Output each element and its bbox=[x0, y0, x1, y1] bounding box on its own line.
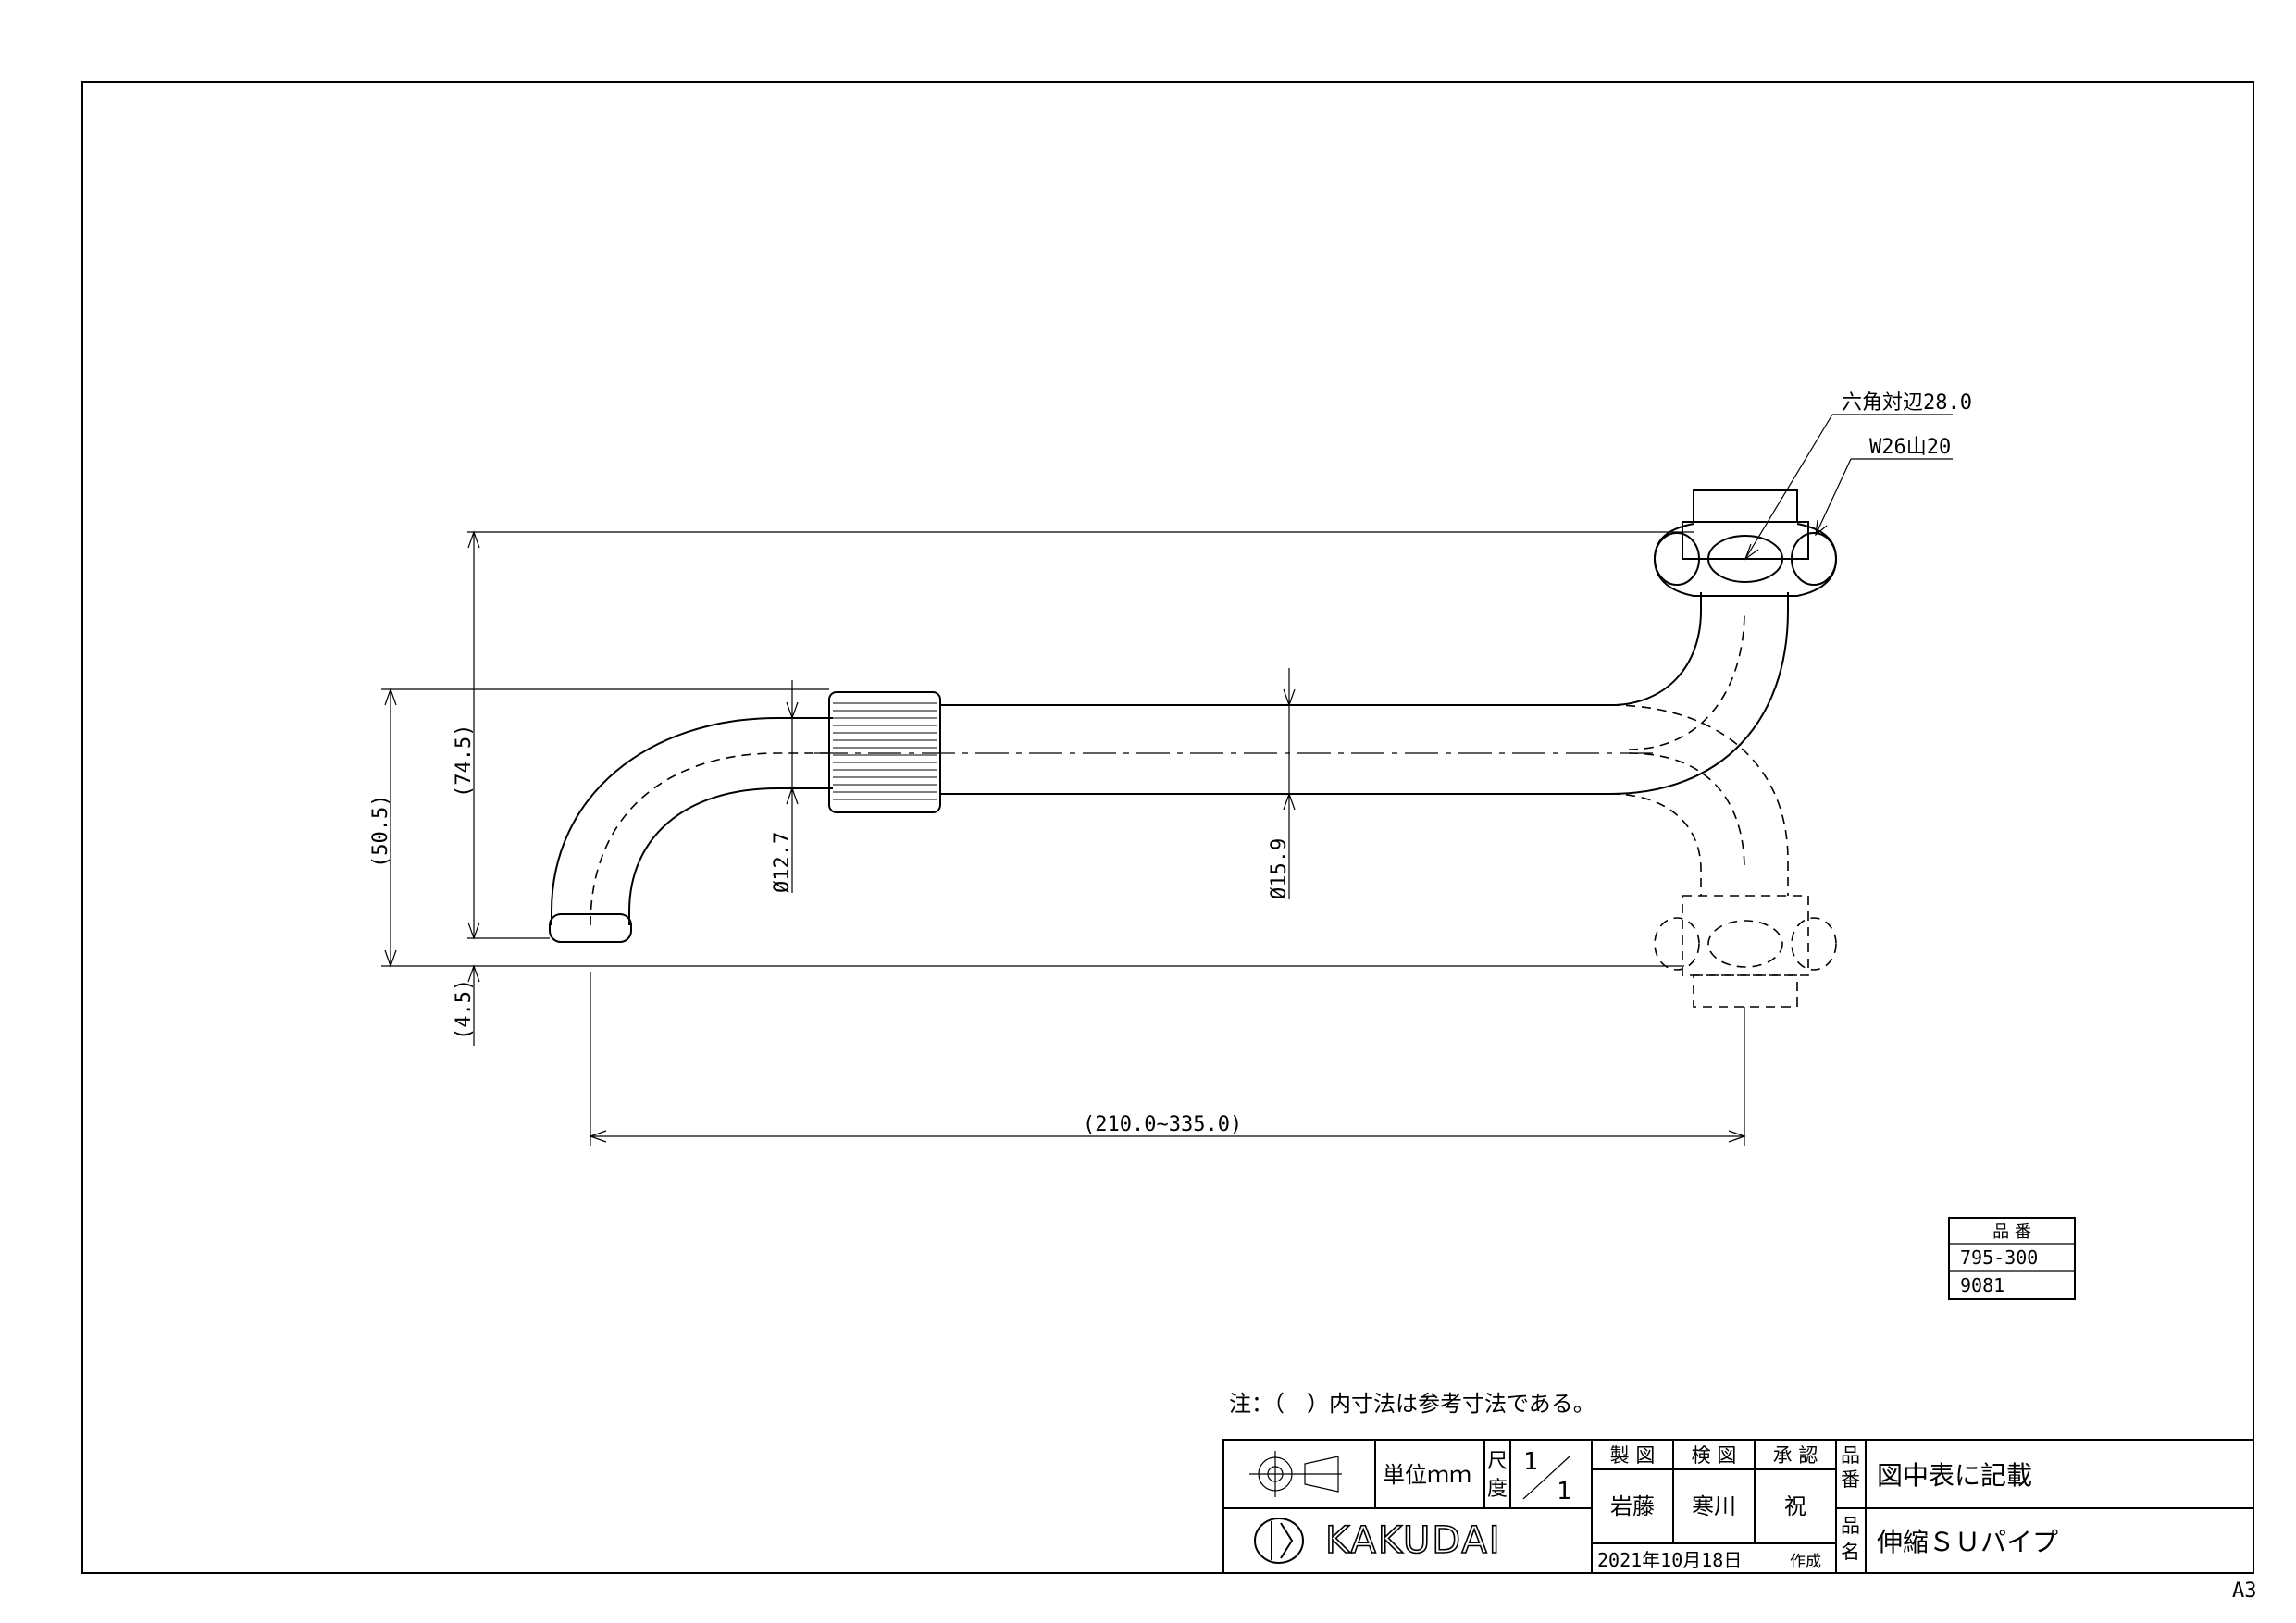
unit-label: 単位ｍｍ bbox=[1383, 1462, 1471, 1488]
alternate-position-hidden bbox=[1609, 704, 1837, 1008]
scale-label-bottom: 度 bbox=[1487, 1478, 1508, 1501]
part-no-label-bottom: 番 bbox=[1841, 1468, 1860, 1491]
drawn-by: 岩藤 bbox=[1610, 1493, 1655, 1519]
part-number-subcode: 9081 bbox=[1960, 1274, 2004, 1296]
part-name-value: 伸縮ＳＵパイプ bbox=[1877, 1527, 2058, 1557]
part-no-value: 図中表に記載 bbox=[1877, 1460, 2032, 1491]
reference-dimension-note: 注：（ ）内寸法は参考寸法である。 bbox=[1229, 1391, 1595, 1417]
part-name-label-bottom: 名 bbox=[1841, 1541, 1860, 1563]
company-name: KAKUDAI bbox=[1325, 1519, 1502, 1562]
drawing-frame bbox=[81, 81, 2254, 1574]
title-block: 単位ｍｍ 尺 度 1 1 KAKUDAI 製 図 検 図 承 認 岩藤 寒川 祝… bbox=[1222, 1439, 2254, 1574]
dim-4-5: (4.5) bbox=[453, 979, 476, 1040]
callout-hex: 六角対辺28.0 bbox=[1842, 391, 1972, 415]
dimension-texts: (74.5) (50.5) (4.5) Ø12.7 Ø15.9 (210.0~3… bbox=[369, 391, 1972, 1136]
dim-dia-15-9: Ø15.9 bbox=[1268, 838, 1291, 899]
inlet-nut bbox=[1654, 489, 1837, 597]
scale-numerator: 1 bbox=[1523, 1448, 1538, 1476]
dim-74-5: (74.5) bbox=[453, 725, 476, 798]
part-name-label-top: 品 bbox=[1841, 1515, 1860, 1537]
dim-length-range: (210.0~335.0) bbox=[1083, 1113, 1242, 1136]
sheet-size-label: A3 bbox=[2232, 1580, 2257, 1603]
pipe-drawing bbox=[549, 489, 1837, 1008]
creation-date: 2021年10月18日 bbox=[1597, 1549, 1742, 1571]
creation-suffix: 作成 bbox=[1790, 1553, 1821, 1571]
spout-tip bbox=[549, 913, 632, 943]
scale-denominator: 1 bbox=[1557, 1478, 1571, 1505]
callout-thread: W26山20 bbox=[1869, 436, 1951, 459]
scale-label-top: 尺 bbox=[1487, 1450, 1508, 1473]
drawn-label: 製 図 bbox=[1610, 1444, 1656, 1467]
knurled-nut bbox=[828, 691, 941, 813]
checked-label: 検 図 bbox=[1692, 1444, 1737, 1467]
part-no-label-top: 品 bbox=[1841, 1444, 1860, 1467]
checked-by: 寒川 bbox=[1692, 1493, 1736, 1519]
third-angle-projection-icon bbox=[1249, 1451, 1342, 1497]
part-number-header: 品 番 bbox=[1992, 1222, 2031, 1242]
kakudai-logo: KAKUDAI bbox=[1254, 1518, 1502, 1564]
dimension-lines bbox=[381, 414, 1953, 1146]
approved-label: 承 認 bbox=[1773, 1444, 1818, 1467]
dim-50-5: (50.5) bbox=[369, 795, 392, 868]
dim-dia-12-7: Ø12.7 bbox=[771, 832, 794, 893]
approved-by: 祝 bbox=[1784, 1493, 1806, 1519]
part-number-table: 品 番 795-300 9081 bbox=[1948, 1217, 2076, 1300]
part-number-code: 795-300 bbox=[1960, 1246, 2038, 1269]
